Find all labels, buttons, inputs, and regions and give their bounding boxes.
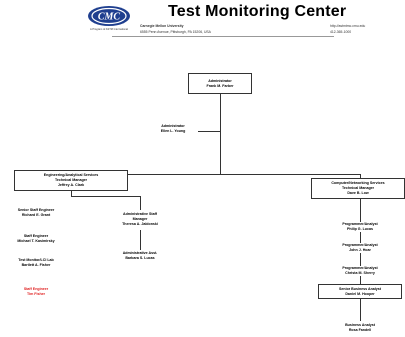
staff-role: Test Monitor/LCI Lab	[18, 258, 54, 262]
node-computer-role: Technical Manager	[341, 186, 375, 190]
node-assistant-role: Administrator	[161, 124, 185, 128]
node-quality: Administrative Staff Manager Theresa A. …	[110, 212, 170, 227]
staff-name: Christa M. Sherry	[345, 271, 375, 275]
node-computer-sub-name: Daniel M. Hooper	[345, 291, 375, 296]
tmc-logo: CMC	[88, 6, 130, 26]
staff-name: Michael T. Kasimirsky	[17, 239, 55, 243]
node-assistant: Administrator Ellen L. Young	[148, 124, 198, 134]
engineering-staff-2: Staff Engineer Michael T. Kasimirsky	[10, 234, 62, 244]
node-engineering-dept: Engineering/Analytical Services	[43, 173, 99, 177]
node-quality-role: Manager	[132, 217, 148, 221]
staff-name: Philip G. Lucas	[347, 227, 373, 231]
staff-name: Richard E. Grant	[21, 213, 51, 217]
staff-role: Senior Staff Engineer	[17, 208, 55, 212]
node-administrator-role: Administrator	[208, 78, 232, 83]
staff-role: Staff Engineer	[23, 234, 49, 238]
staff-name: John J. Hoar	[349, 248, 371, 252]
connector-assistant	[198, 131, 220, 132]
connector-level1-bar	[71, 174, 360, 175]
node-computer-sub: Senior Business Analyst Daniel M. Hooper	[318, 284, 402, 299]
computer-staff-3: Programmer/Analyst Christa M. Sherry	[326, 266, 394, 276]
node-computer-subsub-role: Business Analyst	[345, 323, 375, 327]
staff-name: Bartlett A. Fisher	[21, 263, 51, 267]
node-computer: Computer/Networking Services Technical M…	[311, 178, 405, 199]
node-computer-sub-role: Senior Business Analyst	[338, 286, 381, 291]
logo-tagline: A Program of ASTM International	[90, 28, 128, 31]
engineering-staff-4: Staff Engineer Tim Fisher	[10, 287, 62, 297]
engineering-staff-3: Test Monitor/LCI Lab Bartlett A. Fisher	[10, 258, 62, 268]
staff-name: Tim Fisher	[26, 292, 46, 296]
node-quality-sub: Administrative Asst. Barbara S. Lucas	[110, 251, 170, 261]
node-quality-sub-role: Administrative Asst.	[122, 251, 158, 255]
connector-computer	[360, 174, 361, 178]
connector-computer-subsub	[360, 299, 361, 321]
org-phone: 412-365-1000	[330, 30, 352, 34]
node-assistant-name: Ellen L. Young	[160, 129, 186, 133]
connector-top-trunk	[220, 94, 221, 174]
connector-quality-sub	[140, 230, 141, 250]
staff-role: Programmer/Analyst	[342, 222, 378, 226]
node-administrator-name: Frank M. Farber	[206, 83, 234, 88]
engineering-staff-1: Senior Staff Engineer Richard E. Grant	[10, 208, 62, 218]
node-computer-subsub-name: Rosa Fandell	[348, 328, 372, 332]
org-url[interactable]: http://astmtmc.cmu.edu	[330, 24, 366, 28]
node-administrator: Administrator Frank M. Farber	[188, 73, 252, 94]
connector-quality-bar	[71, 196, 140, 197]
staff-role: Staff Engineer	[23, 287, 49, 291]
connector-quality	[140, 196, 141, 210]
node-computer-subsub: Business Analyst Rosa Fandell	[330, 323, 390, 333]
staff-role: Programmer/Analyst	[342, 266, 378, 270]
node-computer-name: Dave B. Low	[347, 191, 369, 195]
page-title: Test Monitoring Center	[168, 3, 347, 20]
node-quality-sub-name: Barbara S. Lucas	[125, 256, 155, 260]
header-divider	[112, 36, 334, 37]
staff-role: Programmer/Analyst	[342, 243, 378, 247]
node-engineering: Engineering/Analytical Services Technica…	[14, 170, 128, 191]
node-engineering-role: Technical Manager	[54, 178, 88, 182]
org-address: 6555 Penn Avenue, Pittsburgh, PA 15206, …	[140, 30, 211, 34]
node-quality-name: Theresa A. Jablonski	[122, 222, 158, 226]
node-quality-dept: Administrative Staff	[123, 212, 157, 216]
node-computer-dept: Computer/Networking Services	[331, 181, 385, 185]
node-engineering-name: Jeffrey A. Clark	[57, 183, 85, 187]
computer-staff-1: Programmer/Analyst Philip G. Lucas	[326, 222, 394, 232]
logo-text: CMC	[98, 12, 121, 23]
connector-engineering-down	[71, 191, 72, 196]
org-name: Carnegie Mellon University	[140, 24, 184, 28]
computer-staff-2: Programmer/Analyst John J. Hoar	[326, 243, 394, 253]
